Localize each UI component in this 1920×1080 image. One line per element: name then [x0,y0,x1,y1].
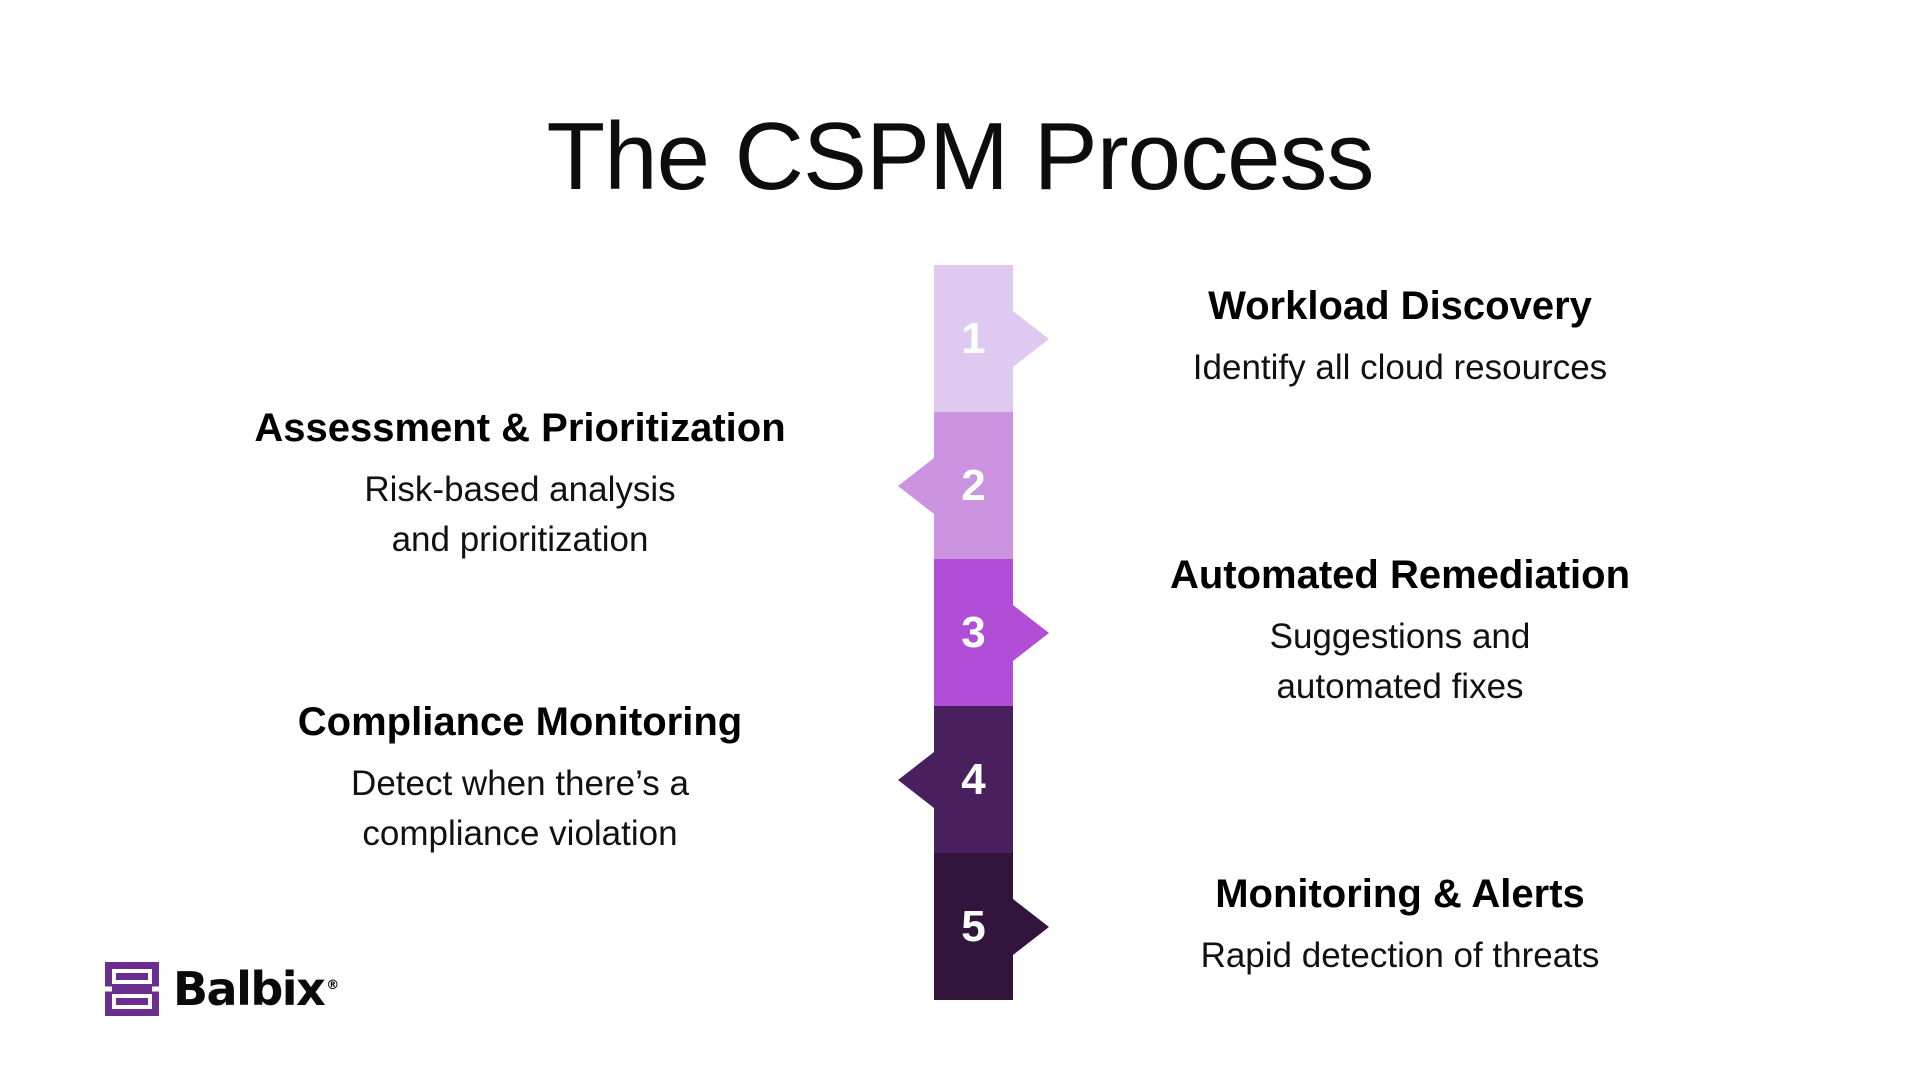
step-heading-2: Assessment & Prioritization [254,405,786,450]
step-body-5: Rapid detection of threats [1080,931,1720,982]
step-number-2: 2 [961,460,986,510]
process-step-segment-1[interactable]: 1 [934,265,1049,412]
step-arrow-right-5 [1013,898,1049,955]
step-body-line: Detect when there’s a [351,763,689,803]
step-body-line: automated fixes [1276,667,1524,707]
step-heading-5: Monitoring & Alerts [1215,872,1585,916]
step-body-line: Identify all cloud resources [1192,348,1608,387]
process-step-bar: 1 2 3 4 5 [898,265,1049,1000]
step-number-5: 5 [961,901,986,951]
process-step-segment-2[interactable]: 2 [898,412,1013,559]
step-body-1: Identify all cloud resources [1080,343,1720,394]
step-heading-4: Compliance Monitoring [297,699,743,744]
step-body-line: and prioritization [391,520,649,560]
balbix-square-bars-icon [105,962,159,1016]
balbix-wordmark: Balbix® [173,966,339,1012]
step-body-line: compliance violation [362,814,678,854]
step-number-4: 4 [961,754,986,804]
process-step-segment-3[interactable]: 3 [934,559,1049,706]
process-step-segment-5[interactable]: 5 [934,853,1049,1000]
step-arrow-left-4 [898,751,934,808]
page-title: The CSPM Process [546,103,1375,211]
step-arrow-left-2 [898,457,934,514]
step-body-2: Risk-based analysis and prioritization [200,465,840,567]
step-body-4: Detect when there’s a compliance violatio… [200,759,840,861]
step-number-1: 1 [961,313,986,363]
process-step-segment-4[interactable]: 4 [898,706,1013,853]
step-body-line: Rapid detection of threats [1200,936,1600,975]
balbix-wordmark-text: Balbix [173,962,326,1016]
step-body-line: Suggestions and [1269,616,1531,656]
registered-trademark-symbol: ® [326,977,339,993]
step-body-line: Risk-based analysis [364,469,676,509]
step-heading-1: Workload Discovery [1208,284,1592,328]
step-number-3: 3 [961,607,986,657]
step-arrow-right-1 [1013,310,1049,367]
balbix-logo: Balbix® [105,962,339,1016]
step-arrow-right-3 [1013,604,1049,661]
step-heading-3: Automated Remediation [1169,552,1631,597]
step-body-3: Suggestions and automated fixes [1080,612,1720,714]
